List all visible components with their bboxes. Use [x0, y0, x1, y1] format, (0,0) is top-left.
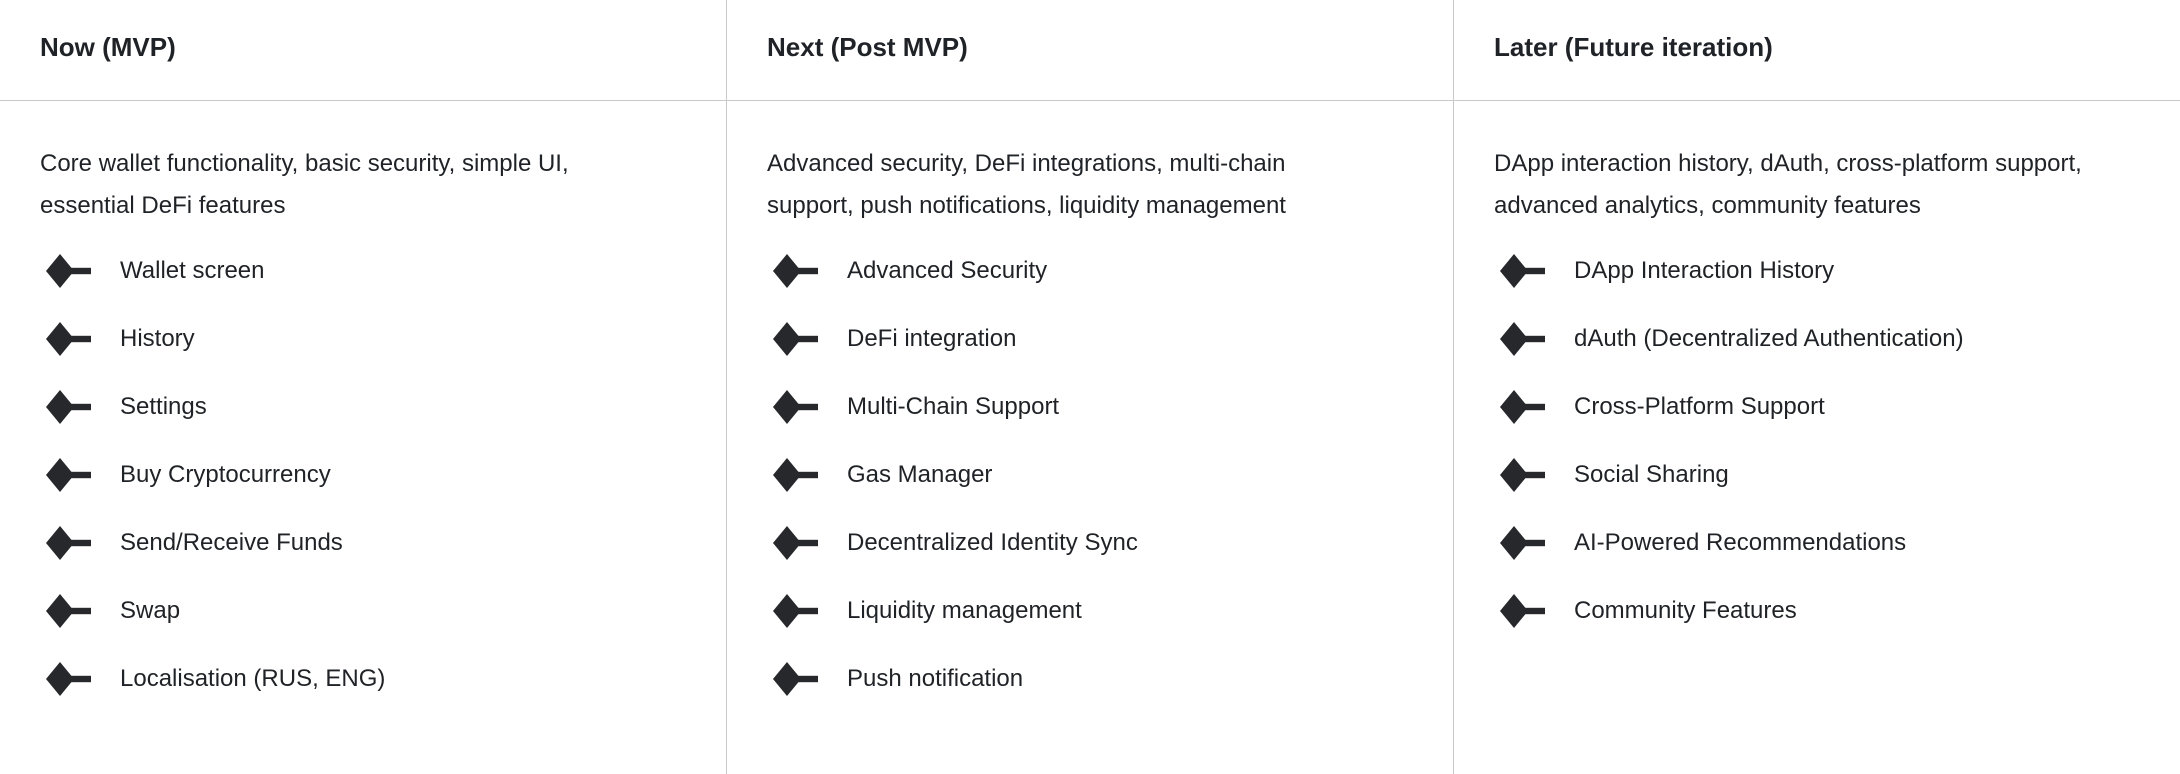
- list-item[interactable]: Multi-Chain Support: [767, 373, 1413, 441]
- list-item-label: Buy Cryptocurrency: [120, 461, 331, 488]
- list-item-label: Decentralized Identity Sync: [847, 529, 1138, 556]
- list-item[interactable]: AI-Powered Recommendations: [1494, 509, 2140, 577]
- list-item[interactable]: Liquidity management: [767, 577, 1413, 645]
- list-item-label: Multi-Chain Support: [847, 393, 1060, 420]
- list-item[interactable]: Wallet screen: [40, 237, 686, 305]
- list-item[interactable]: Advanced Security: [767, 237, 1413, 305]
- list-item-label: Social Sharing: [1574, 461, 1729, 488]
- list-item-label: Swap: [120, 597, 181, 624]
- roadmap-column-later: Later (Future iteration) DApp interaction…: [1454, 0, 2180, 774]
- milestone-diamond-icon: [773, 593, 819, 629]
- list-item-label: Send/Receive Funds: [120, 529, 343, 556]
- milestone-diamond-icon: [46, 661, 92, 697]
- column-description: Advanced security, DeFi integrations, mu…: [767, 150, 1286, 219]
- list-item[interactable]: Community Features: [1494, 577, 2140, 645]
- list-item-label: Community Features: [1574, 597, 1797, 624]
- roadmap-column-now: Now (MVP) Core wallet functionality, basi…: [0, 0, 727, 774]
- list-item-label: Wallet screen: [120, 257, 265, 284]
- column-title: Later (Future iteration): [1494, 31, 1773, 62]
- list-item[interactable]: DApp Interaction History: [1494, 237, 2140, 305]
- milestone-diamond-icon: [773, 525, 819, 561]
- column-body: DApp interaction history, dAuth, cross-p…: [1454, 101, 2180, 645]
- list-item-label: AI-Powered Recommendations: [1574, 529, 1907, 556]
- list-item[interactable]: Push notification: [767, 645, 1413, 713]
- list-item[interactable]: Decentralized Identity Sync: [767, 509, 1413, 577]
- milestone-diamond-icon: [1500, 457, 1546, 493]
- list-item[interactable]: dAuth (Decentralized Authentication): [1494, 305, 2140, 373]
- milestone-diamond-icon: [46, 525, 92, 561]
- list-item-label: History: [120, 325, 195, 352]
- item-list: DApp Interaction History dAuth (Decentral…: [1494, 237, 2140, 645]
- column-description: DApp interaction history, dAuth, cross-p…: [1494, 150, 2082, 219]
- milestone-diamond-icon: [1500, 253, 1546, 289]
- milestone-diamond-icon: [1500, 593, 1546, 629]
- list-item-label: Settings: [120, 393, 207, 420]
- column-title: Next (Post MVP): [767, 31, 968, 62]
- milestone-diamond-icon: [773, 389, 819, 425]
- list-item[interactable]: DeFi integration: [767, 305, 1413, 373]
- milestone-diamond-icon: [773, 661, 819, 697]
- milestone-diamond-icon: [46, 593, 92, 629]
- list-item-label: Liquidity management: [847, 597, 1082, 624]
- list-item[interactable]: History: [40, 305, 686, 373]
- milestone-diamond-icon: [46, 253, 92, 289]
- column-header: Next (Post MVP): [727, 0, 1453, 101]
- milestone-diamond-icon: [46, 457, 92, 493]
- milestone-diamond-icon: [1500, 389, 1546, 425]
- column-description: Core wallet functionality, basic securit…: [40, 150, 569, 219]
- list-item[interactable]: Gas Manager: [767, 441, 1413, 509]
- list-item[interactable]: Buy Cryptocurrency: [40, 441, 686, 509]
- column-header: Later (Future iteration): [1454, 0, 2180, 101]
- list-item-label: Localisation (RUS, ENG): [120, 665, 386, 692]
- milestone-diamond-icon: [773, 321, 819, 357]
- list-item-label: DeFi integration: [847, 325, 1017, 352]
- list-item-label: Push notification: [847, 665, 1024, 692]
- milestone-diamond-icon: [1500, 321, 1546, 357]
- list-item-label: Gas Manager: [847, 461, 993, 488]
- list-item[interactable]: Localisation (RUS, ENG): [40, 645, 686, 713]
- column-header: Now (MVP): [0, 0, 726, 101]
- list-item[interactable]: Settings: [40, 373, 686, 441]
- list-item-label: dAuth (Decentralized Authentication): [1574, 325, 1964, 352]
- milestone-diamond-icon: [1500, 525, 1546, 561]
- roadmap-column-next: Next (Post MVP) Advanced security, DeFi i…: [727, 0, 1454, 774]
- list-item[interactable]: Swap: [40, 577, 686, 645]
- column-title: Now (MVP): [40, 31, 176, 62]
- milestone-diamond-icon: [46, 321, 92, 357]
- list-item[interactable]: Social Sharing: [1494, 441, 2140, 509]
- list-item-label: Advanced Security: [847, 257, 1048, 284]
- milestone-diamond-icon: [46, 389, 92, 425]
- list-item-label: DApp Interaction History: [1574, 257, 1835, 284]
- list-item[interactable]: Cross-Platform Support: [1494, 373, 2140, 441]
- column-body: Advanced security, DeFi integrations, mu…: [727, 101, 1453, 713]
- list-item-label: Cross-Platform Support: [1574, 393, 1825, 420]
- column-body: Core wallet functionality, basic securit…: [0, 101, 726, 713]
- milestone-diamond-icon: [773, 253, 819, 289]
- milestone-diamond-icon: [773, 457, 819, 493]
- list-item[interactable]: Send/Receive Funds: [40, 509, 686, 577]
